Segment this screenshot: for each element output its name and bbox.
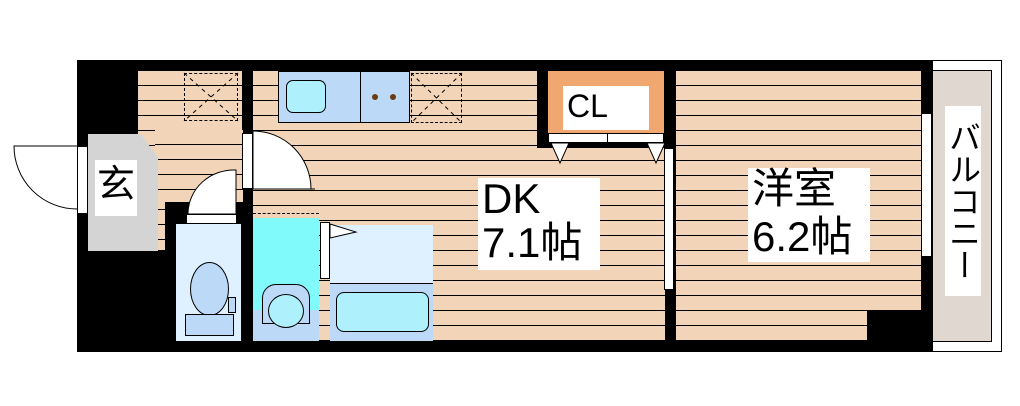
closet-door-split [607,133,608,143]
dk-door-frame [242,133,253,189]
toilet-bowl [190,262,229,316]
toilet-tank [185,314,234,336]
entry-door-swing-icon[interactable] [13,145,78,214]
washer-space-cross-icon [183,72,239,122]
dk-size-label: 7.1帖 [478,222,600,270]
stove-burner-icon [372,94,378,100]
closet-door-left-icon[interactable] [550,142,570,165]
counter-divider [360,71,361,123]
bathtub-basin [336,292,429,332]
toilet-door-swing-icon[interactable] [187,169,238,215]
bathroom-door-flap-icon [329,223,358,239]
kitchen-sink [286,80,326,113]
closet-door-right-icon[interactable] [646,142,666,165]
western-room-size-label: 6.2帖 [748,216,870,262]
washer-space [184,73,238,121]
hallway-strip [155,195,165,250]
western-room-name-label: 洋室 [748,168,870,216]
entry-door-frame [77,146,88,214]
stove-burner-icon [390,94,396,100]
refrigerator-space [411,73,462,123]
western-room-pillar [867,310,923,345]
refrigerator-space-cross-icon [410,72,463,124]
partition-track-dashed [667,78,668,148]
washroom-threshold [253,213,319,214]
kitchen-upper-floor [405,71,545,131]
balcony-label: バルコニー [945,106,981,296]
washbasin [268,294,304,328]
toilet-door-frame [186,214,237,224]
entrance-label: 玄 [95,160,137,216]
closet-door-track [548,133,664,143]
dk-name-label: DK [478,178,600,222]
closet-label: CL [563,86,649,130]
western-room-floor [676,71,921,341]
toilet-paper-holder [228,297,236,313]
partition-sliding-door[interactable] [664,148,674,290]
dk-door-swing-icon[interactable] [252,130,315,190]
bathroom-door[interactable] [320,222,330,279]
balcony-window[interactable] [921,113,932,257]
